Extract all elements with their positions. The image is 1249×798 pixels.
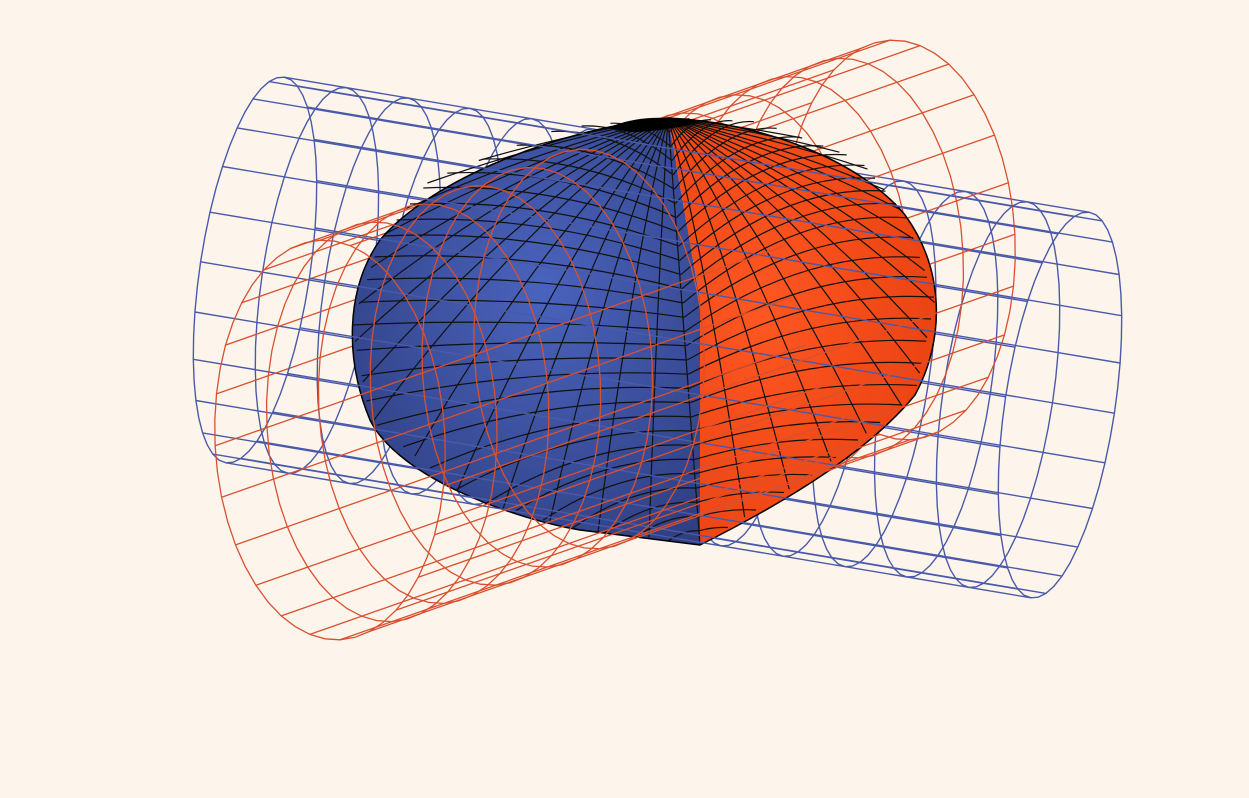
- blue-cylinder-generatrix: [297, 85, 1103, 222]
- solid-mesh-line: [684, 256, 921, 332]
- solid-mesh-line: [351, 321, 686, 333]
- solid-mesh-line: [484, 444, 694, 505]
- solid-mesh-line: [414, 117, 669, 457]
- blue-cylinder-generatrix: [240, 457, 1047, 595]
- blue-cylinder-generatrix: [309, 277, 1115, 414]
- solid-mesh-line: [359, 299, 685, 318]
- solid-mesh-line: [572, 487, 697, 529]
- solid-mesh-line: [695, 456, 836, 475]
- solid-mesh-line: [429, 415, 692, 469]
- solid-mesh-line: [648, 117, 669, 539]
- solid-mesh-line: [667, 117, 885, 191]
- solid-mesh-line: [667, 117, 928, 339]
- solid-mesh-line: [376, 386, 690, 426]
- solid-mesh-line: [667, 117, 914, 240]
- solid-mesh-line: [362, 117, 669, 383]
- red-cylinder-generatrix: [443, 285, 1014, 487]
- blue-cylinder-generatrix: [287, 372, 1093, 510]
- solid-mesh-line: [366, 372, 689, 402]
- solid-mesh-line: [409, 202, 680, 247]
- solid-apex-cap: [608, 117, 700, 132]
- red-cylinder-generatrix: [235, 344, 806, 546]
- solid-mesh-line: [667, 117, 903, 406]
- solid-mesh-line: [667, 117, 925, 271]
- solid-mesh-line: [673, 127, 777, 190]
- solid-mesh-line: [667, 117, 790, 490]
- blue-cylinder-generatrix: [225, 462, 1032, 599]
- solid-mesh-line: [370, 117, 669, 269]
- solid-mesh-line: [667, 117, 746, 518]
- solid-mesh-line: [698, 526, 729, 532]
- blue-cylinder-ring: [192, 76, 318, 464]
- solid-mesh-line: [672, 121, 754, 176]
- red-cylinder-generatrix: [369, 430, 940, 633]
- red-cylinder-generatrix: [339, 439, 911, 641]
- solid-mesh-line: [683, 236, 914, 318]
- solid-mesh-line: [356, 342, 687, 351]
- solid-mesh-line: [685, 276, 928, 347]
- blue-cylinder-generatrix: [314, 227, 1121, 364]
- blue-cylinder-generatrix: [307, 106, 1113, 243]
- solid-mesh-line: [687, 317, 932, 375]
- solid-mesh-line: [361, 357, 688, 377]
- red-cylinder-generatrix: [214, 245, 786, 447]
- solid-mesh-line: [542, 472, 696, 521]
- solid-mesh-line: [549, 117, 669, 522]
- blue-cylinder-wireframe-front: [192, 76, 1123, 599]
- solid-mesh-line: [403, 401, 691, 448]
- solid-mesh-line: [677, 153, 847, 233]
- solid-mesh-line: [675, 136, 801, 204]
- red-cylinder-generatrix: [221, 296, 792, 498]
- solid-mesh-line: [374, 255, 683, 290]
- blue-cylinder-generatrix: [272, 411, 1078, 548]
- red-cylinder-generatrix: [395, 409, 967, 611]
- red-cylinder-generatrix: [434, 334, 1005, 536]
- solid-ridge-line: [667, 117, 701, 546]
- blue-cylinder-generatrix: [256, 440, 1063, 577]
- solid-mesh-line: [456, 430, 693, 490]
- red-cylinder-generatrix: [255, 384, 827, 586]
- red-cylinder-generatrix: [280, 415, 852, 617]
- red-cylinder-generatrix: [418, 376, 989, 578]
- blue-cylinder-generatrix: [313, 138, 1120, 276]
- blue-cylinder-ring: [935, 201, 1061, 589]
- solid-mesh-line: [667, 117, 902, 211]
- solid-mesh-line: [372, 117, 669, 423]
- solid-mesh-line: [358, 117, 669, 305]
- red-cylinder-wireframe-front: [214, 148, 1014, 641]
- solid-mesh-line: [667, 117, 935, 303]
- solid-mesh-line: [680, 190, 886, 276]
- solid-mesh-line: [396, 218, 681, 261]
- blue-cylinder-generatrix: [316, 180, 1122, 317]
- blue-cylinder-ring: [997, 211, 1123, 599]
- red-cylinder-generatrix: [309, 433, 881, 636]
- solid-mesh-line: [686, 295, 935, 361]
- solid-mesh-line: [689, 361, 922, 404]
